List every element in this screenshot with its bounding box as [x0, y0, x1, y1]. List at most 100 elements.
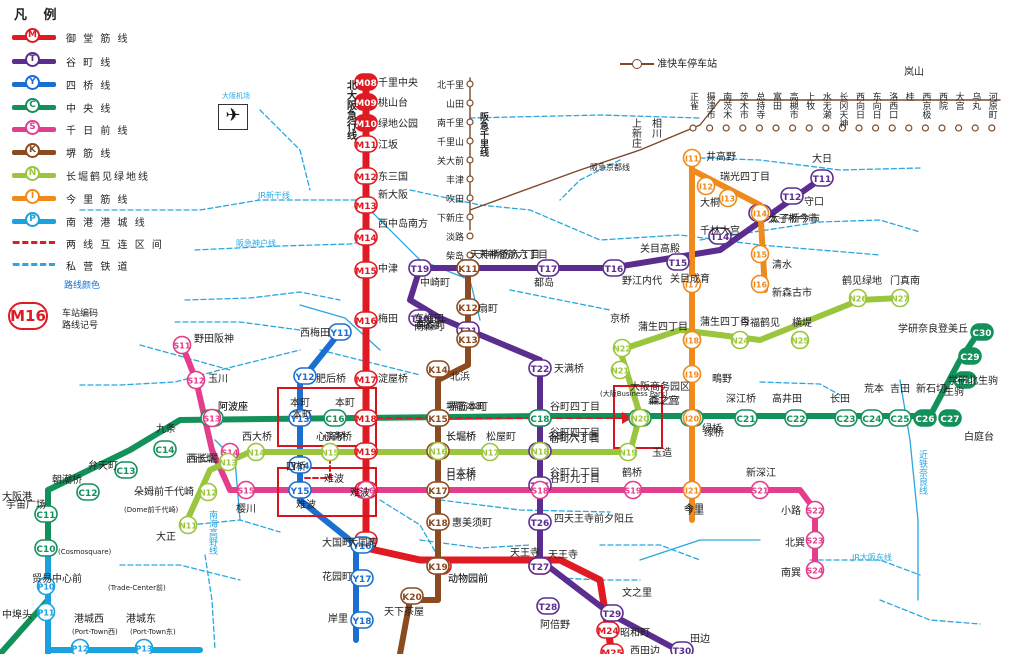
kyoto-station-label: 总持寺 — [754, 91, 765, 119]
station-label-Y18: 岸里 — [328, 613, 348, 625]
station-Y16-code: Y16 — [351, 542, 371, 552]
senri-station-label: 关大前 — [437, 155, 464, 167]
senri-stop — [466, 251, 474, 259]
station-label-T19: 中崎町 — [420, 276, 450, 289]
senri-stop — [466, 175, 474, 183]
station-M24-badge — [596, 621, 620, 639]
station-S23-code: S23 — [807, 537, 824, 546]
station-N24-badge — [730, 330, 750, 350]
station-S23-badge — [805, 530, 825, 550]
senri-stop — [466, 213, 474, 221]
station-label-P11: 中埠头 — [2, 608, 32, 621]
station-label-S21: 新深江 — [746, 466, 776, 479]
station-P11-code: P11 — [38, 609, 55, 618]
kyoto-stop — [855, 124, 863, 132]
station-I13-code: I13 — [721, 195, 735, 204]
station-Y15-code: Y15 — [289, 487, 309, 497]
kyoto-station-label: 东向日 — [871, 91, 882, 119]
station-C10-code: C10 — [36, 545, 55, 555]
kyoto-stop — [722, 124, 730, 132]
nankai-koya-label: 南海高野线 — [207, 509, 218, 555]
kyoto-station-label: 洛西口 — [887, 91, 898, 119]
station-N17-code: N17 — [481, 449, 499, 458]
station-I21-code: I21 — [685, 487, 700, 496]
station-label-T23: 谷町四丁目 — [550, 427, 600, 439]
station-label-C16: 本町 — [292, 408, 312, 421]
station-T29-badge — [600, 604, 624, 622]
hankyu-kobe-label: 阪急神户线 — [236, 238, 276, 248]
station-label-N25: 横堤 — [792, 316, 812, 329]
legend-line-label: 长堀鹤见绿地线 — [66, 172, 150, 183]
kyoto-station-label: 长冈天神 — [837, 91, 848, 129]
station-label-K17: 日本桥 — [446, 470, 476, 483]
legend-row-label: 两 线 互 连 区 间 — [66, 240, 164, 251]
private-rail-23 — [509, 289, 611, 311]
private-rail-solid-3 — [639, 539, 761, 561]
station-label-N19: 玉造 — [652, 446, 672, 459]
private-rail-14 — [439, 499, 611, 513]
station-C12-code: C12 — [78, 489, 97, 499]
station-K20-badge — [400, 587, 424, 605]
station-C23-code: C23 — [836, 415, 855, 425]
station-M10-code: M10 — [355, 120, 376, 130]
station-label-T17: 都岛 — [534, 276, 554, 289]
station-C24-code: C24 — [862, 415, 881, 425]
station-label-C23: 长田 — [830, 393, 850, 405]
osaka-airport-label: 大阪机场 — [222, 91, 250, 100]
station-label-S23: 北巽 — [785, 537, 805, 549]
station-K15-badge — [426, 409, 450, 427]
station-M18-code: M18 — [355, 415, 376, 425]
kyoto-stop — [888, 124, 896, 132]
station-label-N21: 大阪商务园区 — [630, 380, 690, 393]
station-I19-code: I19 — [685, 371, 700, 380]
senri-station-label: 吹田 — [446, 193, 464, 205]
station-label-I13: 大桐 — [700, 196, 720, 209]
station-M16-code: M16 — [355, 317, 376, 327]
station-N11-code: N11 — [179, 522, 197, 531]
tanimachi-line — [407, 175, 825, 654]
station-P11-badge — [36, 602, 56, 622]
station-T17-code: T17 — [539, 265, 558, 275]
station-label-Y15: 难波 — [296, 498, 316, 511]
station-Y16-badge — [350, 536, 374, 554]
station-N27-badge — [890, 288, 910, 308]
station-N26-badge — [848, 288, 868, 308]
station-C26-badge — [913, 409, 937, 427]
station-I14-code: I14 — [753, 210, 768, 219]
station-K15-code: K15 — [428, 415, 448, 425]
station-label-K13: 南森町 — [416, 318, 446, 331]
station-K14-badge — [426, 360, 450, 378]
station-label-C10: 宇宙广场 — [6, 498, 46, 511]
kyoto-station-label: 上牧 — [804, 92, 815, 111]
kyoto-stop — [772, 124, 780, 132]
station-S19-badge — [623, 480, 643, 500]
station-I20-code: I20 — [685, 415, 700, 424]
station-label-I12: 瑞光四丁目 — [720, 170, 770, 183]
station-S15-code: S15 — [238, 487, 255, 496]
station-Y17-badge — [350, 569, 374, 587]
kyoto-station-label: 大宫 — [954, 91, 965, 111]
legend-line-label: 中 央 线 — [66, 104, 113, 115]
station-C28-badge — [953, 371, 977, 389]
station-label-C28: 白庭台 — [964, 430, 994, 443]
station-label-S15: 樱川 — [236, 503, 256, 515]
station-label-S24: 南巽 — [781, 566, 801, 579]
station-S16-badge — [356, 480, 376, 500]
station-N25-code: N25 — [791, 337, 809, 346]
station-C13-code: C13 — [116, 467, 135, 477]
kyoto-station-label: 茨木市 — [738, 91, 749, 120]
jr-east-label: JR大阪东线 — [851, 552, 892, 562]
station-N18-badge — [530, 441, 550, 461]
station-label-M20: 难波 — [324, 472, 344, 485]
business-park-label: (大阪Business Park) — [600, 389, 668, 398]
station-I19-badge — [682, 364, 702, 384]
station-Y12-code: Y12 — [294, 373, 314, 383]
station-label-M18: 本町 — [335, 396, 355, 409]
private-rail-0 — [79, 199, 371, 211]
station-label-C14: 九条 — [156, 422, 176, 435]
station-label-N27: 门真南 — [890, 274, 920, 287]
station-S18-code: S18 — [532, 487, 549, 496]
private-rail-16 — [189, 519, 281, 533]
